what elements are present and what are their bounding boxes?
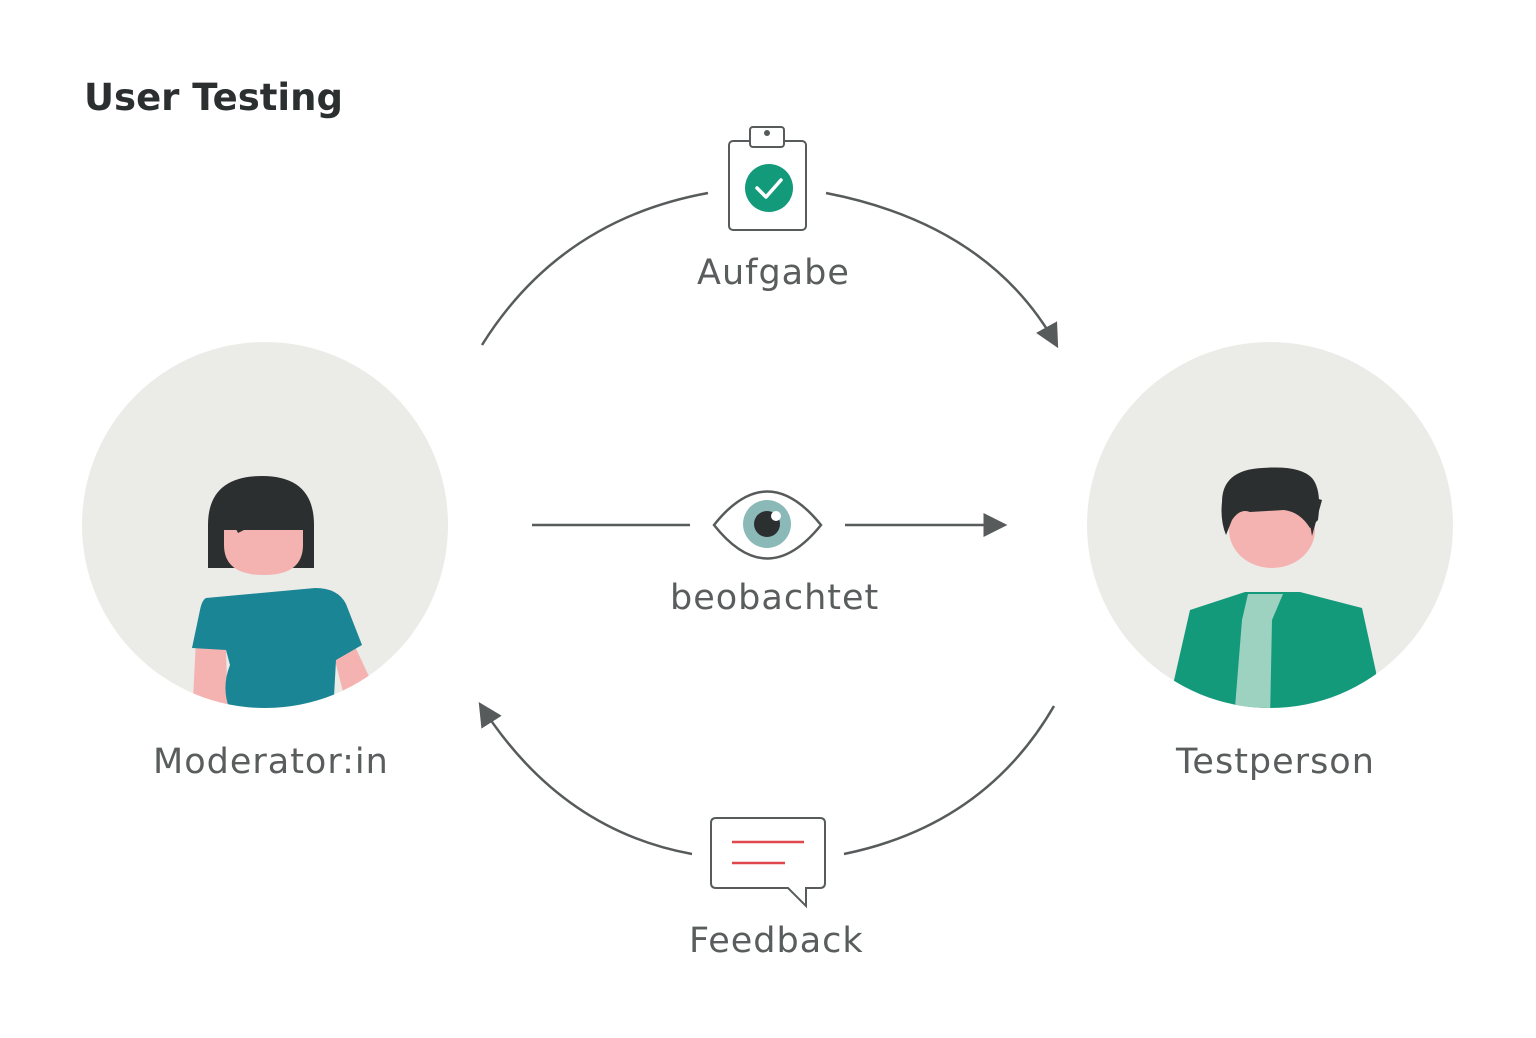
feedback-label: Feedback xyxy=(689,921,864,961)
feedback-arrow xyxy=(478,701,693,856)
observe-label: beobachtet xyxy=(670,578,880,618)
testperson-figure xyxy=(1165,467,1380,708)
moderator-label: Moderator:in xyxy=(153,742,389,782)
clipboard-check-icon xyxy=(728,126,807,231)
task-arc-left xyxy=(480,191,709,346)
task-arrow xyxy=(825,191,1059,349)
feedback-arc-right xyxy=(843,705,1056,856)
testperson-node xyxy=(1087,342,1453,708)
eye-icon xyxy=(712,490,823,560)
diagram-title: User Testing xyxy=(84,76,343,119)
speech-bubble-icon xyxy=(710,817,826,909)
testperson-label: Testperson xyxy=(1176,742,1375,782)
task-label: Aufgabe xyxy=(697,253,850,293)
moderator-node xyxy=(82,342,448,708)
